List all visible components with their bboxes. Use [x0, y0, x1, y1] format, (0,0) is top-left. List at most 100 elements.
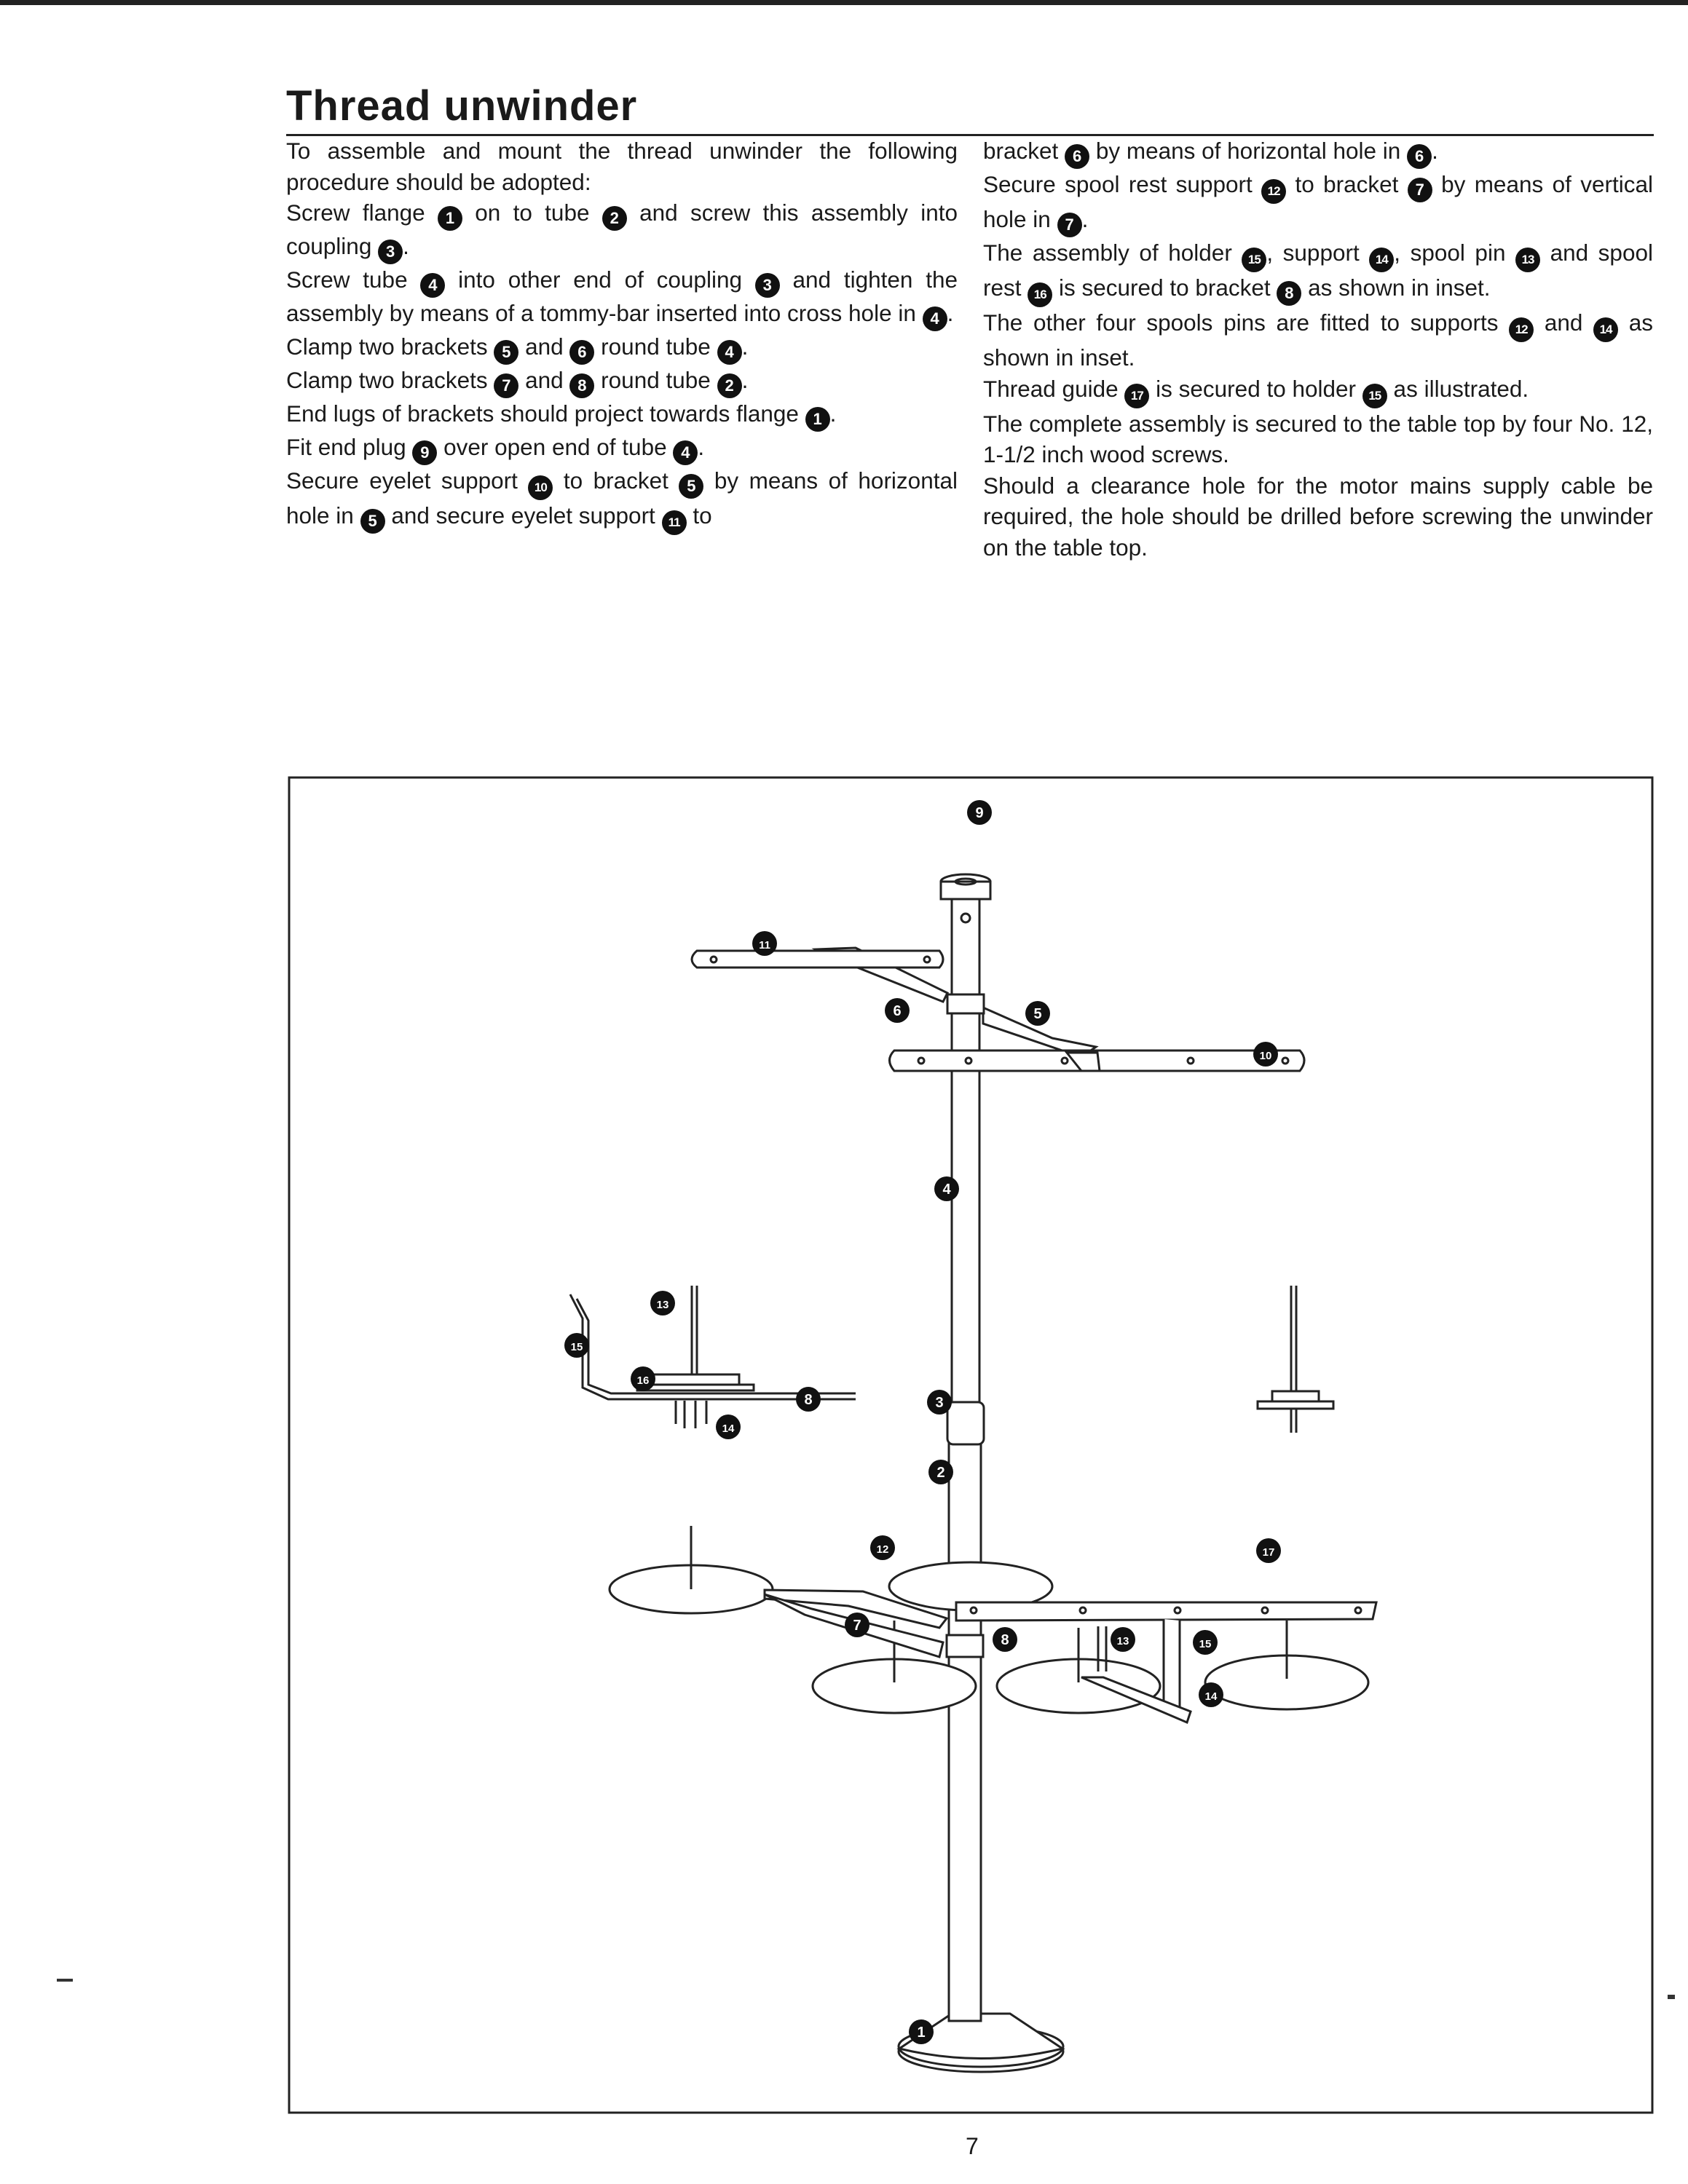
- instruction-paragraph: The other four spools pins are fitted to…: [983, 307, 1653, 373]
- callout-label: 16: [637, 1374, 650, 1387]
- callout-label: 4: [942, 1182, 951, 1198]
- instruction-text: to: [686, 502, 712, 529]
- instruction-text: as shown in inset.: [983, 309, 1654, 371]
- tube-lower: [947, 1408, 982, 2022]
- callout-badge: [1256, 1538, 1281, 1563]
- callout-badge: [1199, 1682, 1223, 1707]
- instruction-text: and screw this assembly into coupling: [286, 199, 958, 259]
- instruction-paragraph: The complete assembly is secured to the …: [983, 408, 1653, 470]
- page-number: 7: [966, 2133, 979, 2159]
- scan-mark: [57, 1979, 73, 1982]
- callout-label: 14: [1205, 1690, 1218, 1703]
- instruction-text: .: [947, 300, 954, 326]
- part-number-badge: 3: [378, 240, 403, 264]
- callout-label: 7: [853, 1618, 861, 1634]
- callout-badge: [993, 1627, 1017, 1652]
- part-number-badge: 12: [1509, 317, 1534, 342]
- part-number-badge: 4: [673, 440, 698, 465]
- part-number-badge: 3: [754, 273, 780, 298]
- tube-upper: [950, 884, 981, 1415]
- instructions-right-column: bracket 6 by means of horizontal hole in…: [983, 135, 1653, 563]
- support-14: [1081, 1676, 1192, 1725]
- callout-badge: [1253, 1042, 1278, 1067]
- callout-label: 2: [936, 1465, 944, 1481]
- instruction-text: Clamp two brackets: [286, 333, 494, 360]
- callout-label: 13: [657, 1299, 669, 1311]
- instruction-text: to bracket: [1286, 171, 1408, 197]
- part-number-badge: 2: [602, 206, 627, 231]
- part-number-badge: 6: [1407, 144, 1432, 169]
- instruction-text: .: [741, 367, 749, 393]
- instruction-paragraph: Screw flange 1 on to tube 2 and screw th…: [286, 197, 958, 264]
- instruction-text: as shown in inset.: [1301, 274, 1491, 301]
- instruction-text: by means of vertical hole in: [983, 171, 1653, 232]
- inset-spool-rest-16: [650, 1373, 741, 1386]
- callout-label: 1: [917, 2025, 925, 2041]
- part-number-badge: 15: [1242, 248, 1267, 272]
- instruction-text: The complete assembly is secured to the …: [983, 410, 1653, 468]
- instruction-text: on to tube: [462, 199, 602, 226]
- callout-badge: [564, 1333, 589, 1358]
- clamp-upper: [946, 993, 985, 1015]
- part-number-badge: 9: [412, 440, 438, 465]
- part-number-badge: 7: [1057, 213, 1082, 237]
- part-number-badge: 1: [805, 407, 830, 432]
- part-number-badge: 12: [1261, 179, 1287, 204]
- callout-label: 13: [1117, 1635, 1129, 1647]
- callout-label: 11: [759, 939, 770, 951]
- callout-badge: [885, 998, 910, 1023]
- inset-holder-15: [569, 1294, 856, 1401]
- instruction-text: .: [698, 434, 705, 460]
- instruction-text: and: [518, 333, 570, 360]
- part-number-badge: 7: [1407, 178, 1432, 202]
- page-title: Thread unwinder: [286, 82, 638, 130]
- callout-label: 3: [935, 1395, 943, 1411]
- part-number-badge: 16: [1028, 282, 1053, 307]
- eyelet-support-11: [690, 949, 944, 969]
- instruction-text: Secure spool rest support: [983, 171, 1262, 197]
- instruction-text: Fit end plug: [286, 434, 413, 460]
- instruction-text: Thread guide: [983, 375, 1125, 402]
- instruction-text: and tighten the assembly by means of a t…: [286, 266, 958, 326]
- callout-badge: [845, 1613, 869, 1637]
- callout-badge: [928, 1460, 953, 1484]
- flange-cone: [896, 2012, 1065, 2060]
- instruction-text: .: [829, 400, 837, 427]
- part-number-badge: 15: [1362, 383, 1387, 408]
- diagram-frame: [288, 776, 1654, 2114]
- callout-badge: [927, 1390, 952, 1415]
- instructions-left-column: To assemble and mount the thread unwinde…: [286, 135, 958, 535]
- coupling: [946, 1401, 985, 1446]
- instruction-text: by means of horizontal hole in: [286, 467, 958, 529]
- instruction-text: and secure eyelet support: [384, 502, 662, 529]
- instruction-text: The other four spools pins are fitted to…: [983, 309, 1510, 336]
- instruction-text: , spool pin: [1394, 240, 1516, 266]
- part-number-badge: 4: [922, 306, 947, 331]
- instruction-paragraph: To assemble and mount the thread unwinde…: [286, 135, 958, 197]
- inset-right-spool-rest: [1271, 1390, 1320, 1403]
- instruction-text: over open end of tube: [437, 434, 674, 460]
- instruction-paragraph: The assembly of holder 15, support 14, s…: [983, 237, 1653, 307]
- part-number-badge: 17: [1124, 383, 1150, 408]
- instruction-text: .: [1432, 138, 1438, 164]
- instruction-text: to bracket: [553, 467, 679, 494]
- inset-support-14: [674, 1401, 708, 1428]
- instruction-text: .: [741, 333, 749, 360]
- callout-badge: [1111, 1627, 1135, 1652]
- instruction-text: Screw flange: [286, 199, 438, 226]
- instruction-text: .: [403, 233, 409, 259]
- support-12: [763, 1588, 949, 1629]
- instruction-paragraph: End lugs of brackets should project towa…: [286, 398, 958, 432]
- clamp-lower: [945, 1634, 985, 1658]
- callout-badge: [631, 1366, 655, 1391]
- part-number-badge: 4: [420, 273, 446, 298]
- part-number-badge: 11: [661, 510, 687, 535]
- callout-badge: [1193, 1630, 1218, 1655]
- instruction-text: as illustrated.: [1387, 375, 1529, 402]
- callout-badge: [752, 931, 777, 956]
- instruction-paragraph: Fit end plug 9 over open end of tube 4.: [286, 432, 958, 465]
- instruction-text: and: [1534, 309, 1594, 336]
- part-number-badge: 7: [494, 373, 519, 398]
- instruction-paragraph: Clamp two brackets 7 and 8 round tube 2.: [286, 365, 958, 398]
